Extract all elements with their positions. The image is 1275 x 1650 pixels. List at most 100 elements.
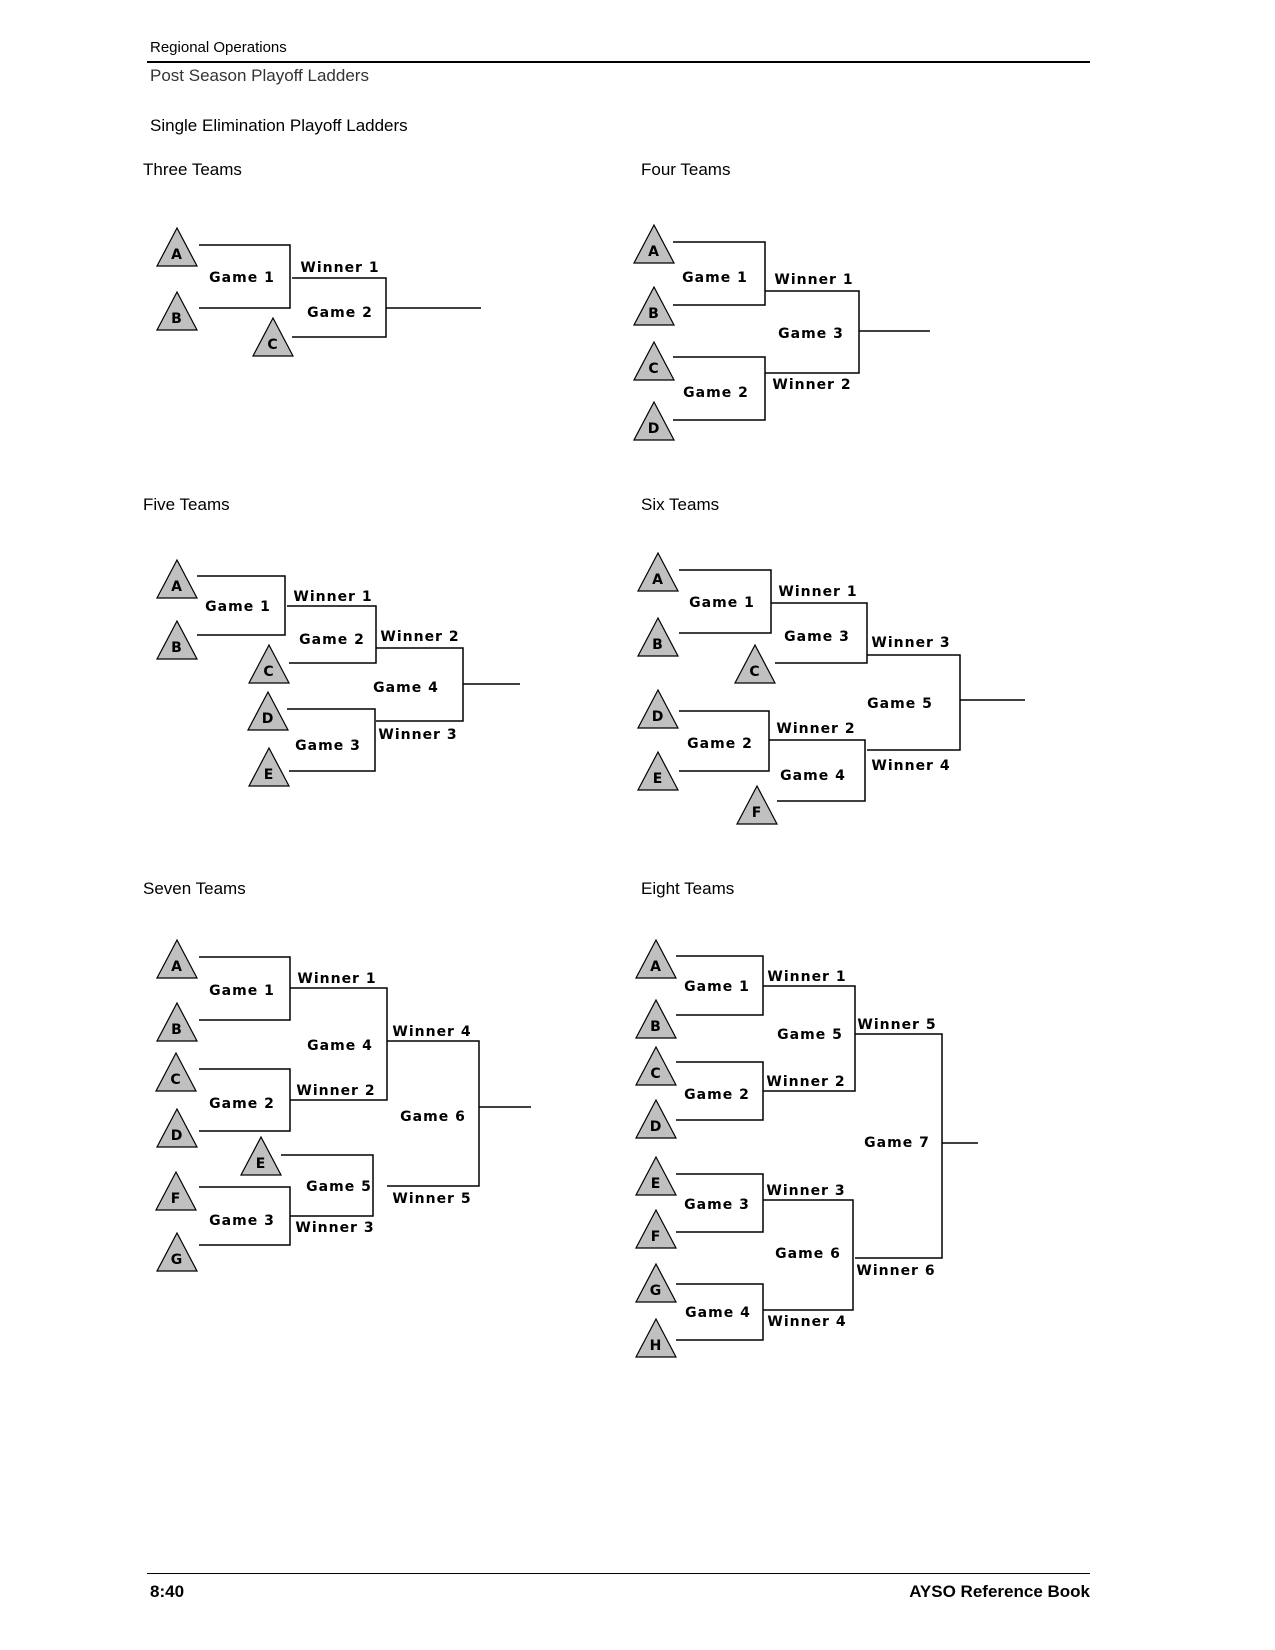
bracket-label: Game 6 <box>775 1246 841 1262</box>
bracket-label: Game 1 <box>689 595 755 611</box>
diagram-title-six: Six Teams <box>641 495 720 514</box>
team-triangle-icon <box>156 1231 198 1272</box>
bracket-label: Winner 1 <box>297 971 376 987</box>
bracket-label: Game 2 <box>307 305 373 321</box>
bracket-line <box>673 241 766 306</box>
bracket-label: Game 4 <box>780 768 846 784</box>
team-label: A <box>171 959 183 975</box>
bracket-line <box>679 569 772 634</box>
bracket-label: Winner 2 <box>766 1074 845 1090</box>
bracket-label: Winner 2 <box>296 1083 375 1099</box>
team-triangle-icon <box>736 784 778 825</box>
team-triangle-icon <box>240 1135 282 1176</box>
bracket-label: Game 1 <box>209 983 275 999</box>
team-triangle-icon <box>156 1001 198 1042</box>
bracket-label: Game 5 <box>867 696 933 712</box>
team-triangle-icon <box>156 290 198 331</box>
bracket-label: Winner 4 <box>392 1024 471 1040</box>
team-label: A <box>171 247 183 263</box>
team-triangle-icon <box>635 1045 677 1086</box>
bracket-label: Winner 5 <box>392 1191 471 1207</box>
bracket-label: Game 2 <box>299 632 365 648</box>
team-triangle-icon <box>156 558 198 599</box>
team-label: H <box>650 1338 663 1354</box>
bracket-label: Game 3 <box>295 738 361 754</box>
team-label: F <box>752 805 763 821</box>
bracket-label: Winner 3 <box>378 727 457 743</box>
team-triangle-icon <box>734 643 776 684</box>
team-triangle-icon <box>247 690 289 731</box>
team-label: A <box>648 244 660 260</box>
bracket-label: Winner 2 <box>772 377 851 393</box>
bracket-line <box>199 1186 291 1246</box>
diagram-title-five: Five Teams <box>143 495 230 514</box>
bracket-line <box>387 1040 480 1187</box>
bracket-label: Game 1 <box>205 599 271 615</box>
team-triangle-icon <box>155 1051 197 1092</box>
team-triangle-icon <box>635 998 677 1039</box>
bracket-label: Game 2 <box>684 1087 750 1103</box>
bracket-label: Game 2 <box>687 736 753 752</box>
team-triangle-icon <box>633 223 675 264</box>
diagram-title-three: Three Teams <box>143 160 242 179</box>
team-triangle-icon <box>635 1098 677 1139</box>
team-label: F <box>171 1191 182 1207</box>
team-triangle-icon <box>252 316 294 357</box>
bracket-label: Game 5 <box>777 1027 843 1043</box>
bracket-line <box>855 1033 943 1259</box>
team-triangle-icon <box>635 1317 677 1358</box>
team-label: G <box>650 1283 663 1299</box>
team-label: E <box>264 767 275 783</box>
bracket-line <box>281 1154 374 1217</box>
bracket-line <box>763 1199 854 1311</box>
bracket-label: Winner 2 <box>380 629 459 645</box>
team-triangle-icon <box>155 1170 197 1211</box>
team-label: G <box>171 1252 184 1268</box>
bracket-label: Winner 3 <box>766 1183 845 1199</box>
bracket-label: Game 1 <box>682 270 748 286</box>
team-triangle-icon <box>248 643 290 684</box>
team-label: C <box>650 1066 661 1082</box>
team-triangle-icon <box>637 616 679 657</box>
team-label: F <box>651 1229 662 1245</box>
bracket-line <box>197 575 286 636</box>
team-triangle-icon <box>633 340 675 381</box>
team-label: A <box>652 572 664 588</box>
bracket-label: Game 1 <box>684 979 750 995</box>
bracket-label: Game 3 <box>209 1213 275 1229</box>
bracket-line <box>673 356 766 421</box>
team-triangle-icon <box>637 688 679 729</box>
bracket-label: Winner 5 <box>857 1017 936 1033</box>
bracket-line <box>199 244 291 309</box>
bracket-line <box>763 985 856 1092</box>
bracket-label: Winner 3 <box>871 635 950 651</box>
team-label: D <box>171 1128 184 1144</box>
team-label: D <box>648 421 661 437</box>
team-label: C <box>648 361 659 377</box>
diagram-title-four: Four Teams <box>641 160 731 179</box>
team-label: B <box>652 637 664 653</box>
bracket-line <box>679 710 770 772</box>
bracket-label: Game 3 <box>778 326 844 342</box>
team-label: A <box>171 579 183 595</box>
team-triangle-icon <box>633 400 675 441</box>
bracket-label: Winner 1 <box>774 272 853 288</box>
header-section: Regional Operations <box>150 39 287 56</box>
bracket-line <box>287 605 377 664</box>
bracket-label: Game 4 <box>307 1038 373 1054</box>
bracket-line <box>290 987 388 1101</box>
bracket-label: Game 3 <box>684 1197 750 1213</box>
bracket-line <box>287 708 376 772</box>
footer-divider <box>147 1573 1090 1574</box>
team-triangle-icon <box>633 285 675 326</box>
team-label: D <box>650 1119 663 1135</box>
bracket-label: Game 1 <box>209 270 275 286</box>
team-label: A <box>650 959 662 975</box>
bracket-line <box>867 654 961 751</box>
team-triangle-icon <box>156 938 198 979</box>
bracket-label: Game 3 <box>784 629 850 645</box>
team-label: E <box>651 1176 662 1192</box>
